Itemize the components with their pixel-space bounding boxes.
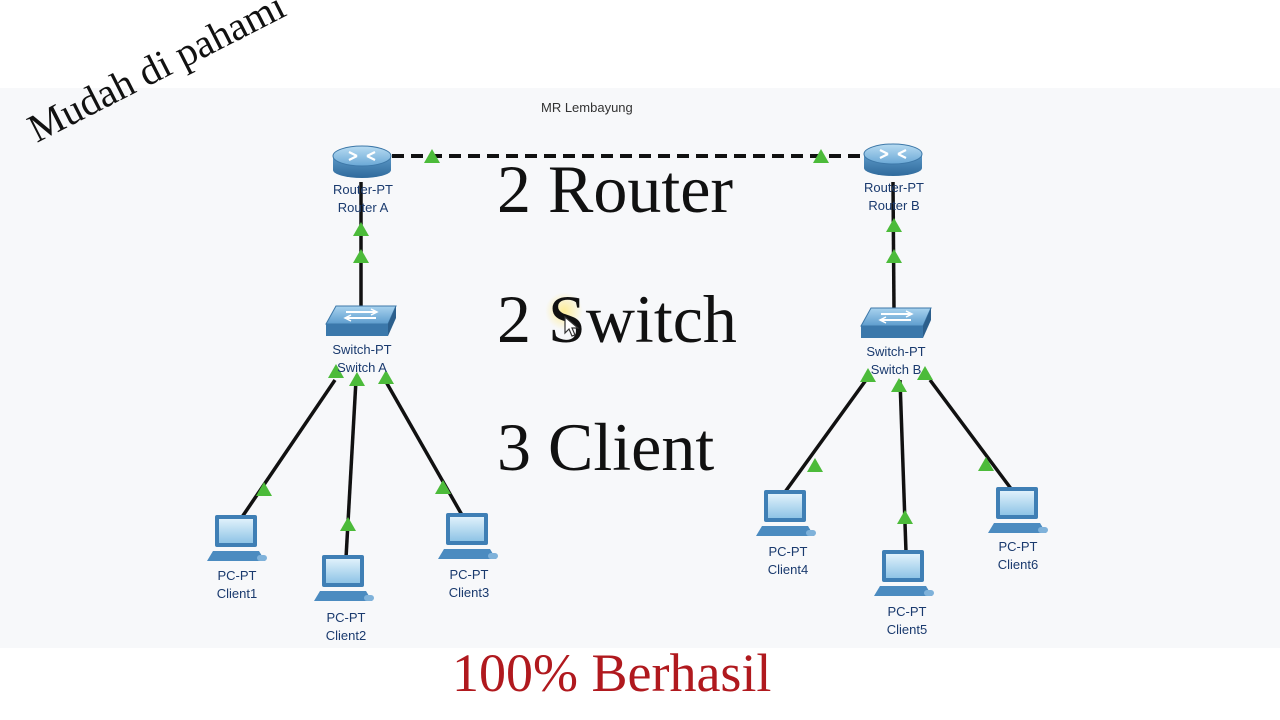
- cable-switch-a-client1: [238, 379, 337, 521]
- success-text: 100% Berhasil: [452, 643, 772, 703]
- pc-client2-icon[interactable]: [314, 555, 374, 601]
- switch-b-label: Switch-PT Switch B: [846, 343, 946, 379]
- device-type: PC-PT: [449, 567, 489, 582]
- client1-label: PC-PT Client1: [187, 567, 287, 603]
- link-status-indicator: [349, 372, 365, 386]
- link-status-indicator: [353, 222, 369, 236]
- link-status-indicator: [378, 370, 394, 384]
- client6-label: PC-PT Client6: [968, 538, 1068, 574]
- device-name: Switch A: [337, 360, 387, 375]
- cursor-highlight: [545, 292, 583, 330]
- cable-switch-a-client3: [383, 379, 464, 516]
- link-status-indicator: [886, 249, 902, 263]
- caption-routers: 2 Router: [497, 151, 734, 227]
- device-name: Client1: [216, 586, 258, 601]
- pc-client3-icon[interactable]: [438, 513, 498, 559]
- cable-switch-b-client5: [898, 379, 908, 553]
- link-status-indicator: [424, 149, 440, 163]
- link-status-indicator: [917, 366, 933, 380]
- client4-label: PC-PT Client4: [738, 543, 838, 579]
- topology-title: MR Lembayung: [541, 100, 633, 115]
- device-name: Router B: [868, 198, 920, 213]
- device-type: Router-PT: [864, 180, 924, 195]
- client3-label: PC-PT Client3: [419, 566, 519, 602]
- pc-client4-icon[interactable]: [756, 490, 816, 536]
- switch-a-label: Switch-PT Switch A: [312, 341, 412, 377]
- device-name: Router A: [337, 200, 389, 215]
- device-type: Router-PT: [333, 182, 393, 197]
- mouse-cursor-icon: [564, 316, 580, 337]
- caption-switches: 2 Switch: [497, 281, 737, 357]
- pc-client6-icon[interactable]: [988, 487, 1048, 533]
- router-b-icon[interactable]: [863, 143, 923, 176]
- switch-b-icon[interactable]: [860, 307, 932, 338]
- router-b-label: Router-PT Router B: [844, 179, 944, 215]
- link-status-indicator: [340, 517, 356, 531]
- device-type: PC-PT: [768, 544, 808, 559]
- link-status-indicator: [807, 458, 823, 472]
- device-name: Client3: [448, 585, 490, 600]
- pc-client1-icon[interactable]: [207, 515, 267, 561]
- pc-client5-icon[interactable]: [874, 550, 934, 596]
- device-name: Client5: [886, 622, 928, 637]
- link-status-indicator: [978, 457, 994, 471]
- link-status-indicator: [897, 510, 913, 524]
- device-name: Client4: [767, 562, 809, 577]
- device-type: Switch-PT: [866, 344, 926, 359]
- client2-label: PC-PT Client2: [296, 609, 396, 645]
- caption-clients: 3 Client: [497, 409, 715, 485]
- device-name: Switch B: [870, 362, 922, 377]
- device-type: Switch-PT: [332, 342, 392, 357]
- client5-label: PC-PT Client5: [857, 603, 957, 639]
- switch-a-icon[interactable]: [325, 305, 397, 336]
- link-status-indicator: [328, 364, 344, 378]
- cable-switch-a-client2: [344, 379, 358, 559]
- link-status-indicator: [435, 480, 451, 494]
- device-type: PC-PT: [998, 539, 1038, 554]
- router-a-icon[interactable]: [332, 145, 392, 178]
- link-status-indicator: [860, 368, 876, 382]
- device-name: Client2: [325, 628, 367, 643]
- link-status-indicator: [891, 378, 907, 392]
- device-name: Client6: [997, 557, 1039, 572]
- device-type: PC-PT: [887, 604, 927, 619]
- cable-switch-b-client6: [928, 378, 1014, 492]
- cable-switch-b-client4: [783, 378, 868, 494]
- router-a-label: Router-PT Router A: [313, 181, 413, 217]
- cable-router-b-switch-b: [891, 181, 896, 311]
- device-type: PC-PT: [326, 610, 366, 625]
- link-status-indicator: [813, 149, 829, 163]
- link-status-indicator: [353, 249, 369, 263]
- link-status-indicator: [256, 482, 272, 496]
- device-type: PC-PT: [217, 568, 257, 583]
- link-status-indicator: [886, 218, 902, 232]
